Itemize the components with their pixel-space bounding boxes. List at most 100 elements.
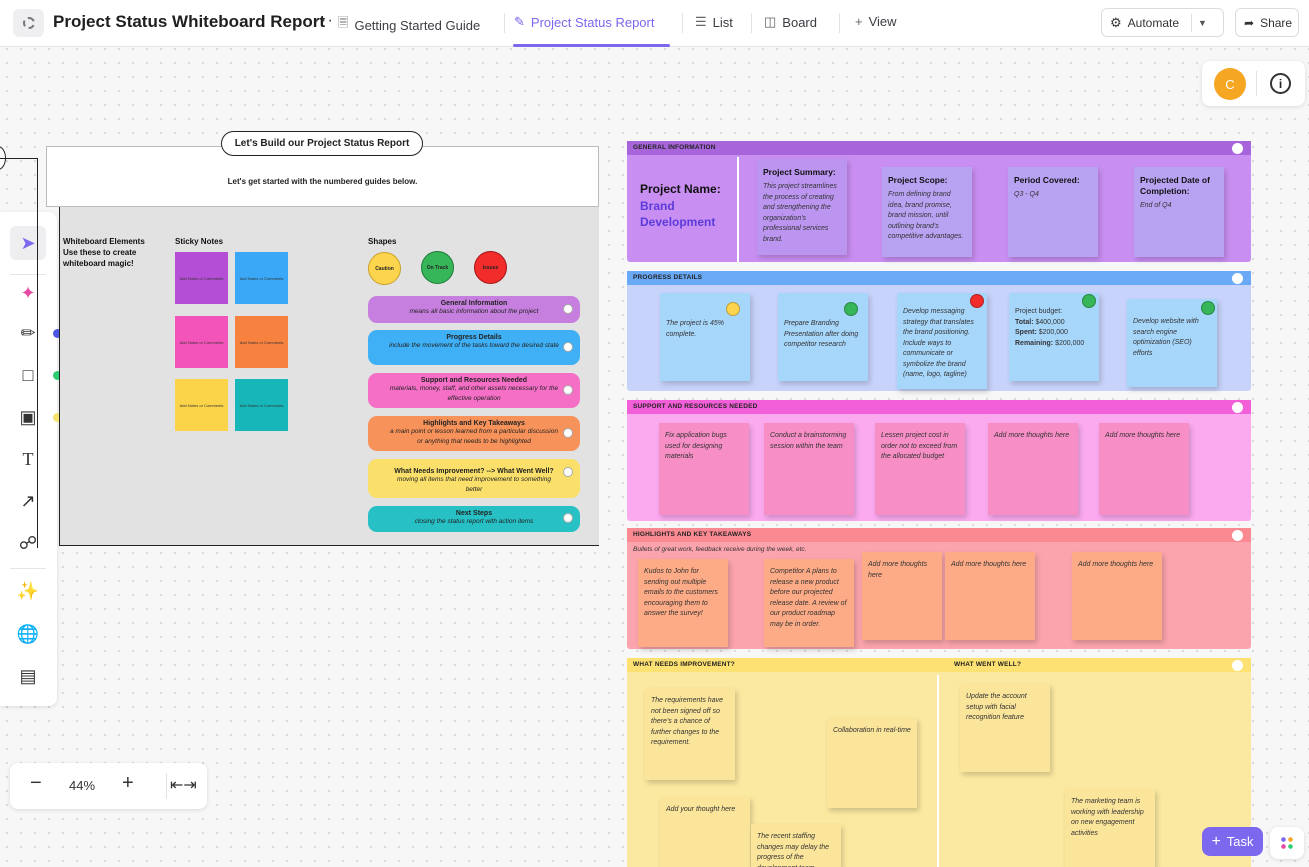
zoom-level[interactable]: 44%: [69, 778, 96, 793]
note-support[interactable]: Add more thoughts here: [1099, 423, 1189, 515]
note-improvement[interactable]: The recent staffing changes may delay th…: [751, 824, 841, 867]
select-tool-icon[interactable]: ➤: [10, 226, 46, 260]
note-text: Update the account setup with facial rec…: [966, 693, 1027, 721]
sticky-sample-teal[interactable]: Add Notes or Comments: [235, 379, 288, 431]
board-title[interactable]: Let's Build our Project Status Report: [221, 131, 423, 156]
shape-issues[interactable]: Issues: [474, 251, 507, 284]
note-went-well[interactable]: Update the account setup with facial rec…: [960, 684, 1050, 772]
zoom-out-button[interactable]: −: [30, 772, 42, 794]
tab-board[interactable]: ◫ Board: [764, 14, 817, 30]
note-highlight[interactable]: Add more thoughts here: [945, 552, 1035, 640]
tab-getting-started[interactable]: 🗏 Getting Started Guide: [338, 14, 480, 36]
guide-progress-details[interactable]: Progress Details include the movement of…: [368, 330, 580, 365]
note-website-seo[interactable]: Develop website with search engine optim…: [1127, 299, 1217, 387]
note-project-summary[interactable]: Project Summary: This project streamline…: [757, 159, 847, 255]
section-toggle[interactable]: [1232, 402, 1243, 413]
whiteboard-toolbar: ➤ ✦ ✏ □ ▣ T ↗ ☍ ✨ 🌐 ▤: [0, 212, 57, 706]
guide-needs-improvement[interactable]: What Needs Improvement? --> What Went We…: [368, 459, 580, 498]
sticky-sample-pink[interactable]: Add Notes or Comments: [175, 316, 228, 368]
total-label: Total:: [1015, 318, 1034, 326]
section-general-information[interactable]: GENERAL INFORMATION Project Name: Brand …: [627, 141, 1251, 262]
image-icon[interactable]: ▤: [19, 665, 37, 686]
note-project-scope[interactable]: Project Scope: From defining brand idea,…: [882, 167, 972, 257]
on-track-status-dot[interactable]: [1082, 294, 1096, 308]
note-improvement[interactable]: Collaboration in real-time: [827, 718, 917, 808]
guide-toggle[interactable]: [563, 428, 573, 438]
shape-on-track[interactable]: On Track: [421, 251, 454, 284]
note-improvement[interactable]: The requirements have not been signed of…: [645, 688, 735, 780]
guide-toggle[interactable]: [563, 304, 573, 314]
guide-toggle[interactable]: [563, 342, 573, 352]
note-support[interactable]: Add more thoughts here: [988, 423, 1078, 515]
section-label: HIGHLIGHTS AND KEY TAKEAWAYS: [633, 531, 752, 538]
shape-icon[interactable]: □: [22, 364, 34, 385]
note-support[interactable]: Conduct a brainstorming session within t…: [764, 423, 854, 515]
mind-map-icon[interactable]: ☍: [18, 532, 38, 553]
note-projected-completion[interactable]: Projected Date of Completion: End of Q4: [1134, 167, 1224, 257]
guide-toggle[interactable]: [563, 385, 573, 395]
guide-next-steps[interactable]: Next Steps closing the status report wit…: [368, 506, 580, 532]
automate-button[interactable]: ⚙ Automate ▼: [1101, 8, 1224, 37]
plus-icon: +: [855, 14, 863, 29]
connector-icon[interactable]: ↗: [20, 490, 36, 511]
note-improvement[interactable]: Add your thought here: [660, 797, 750, 867]
fit-to-screen-icon[interactable]: ⇤⇥: [170, 777, 197, 794]
guide-toggle[interactable]: [563, 513, 573, 523]
sticky-sample-yellow[interactable]: Add Notes or Comments: [175, 379, 228, 431]
sticky-note-icon[interactable]: ▣: [19, 406, 37, 427]
note-support[interactable]: Fix application bugs used for designing …: [659, 423, 749, 515]
section-toggle[interactable]: [1232, 660, 1243, 671]
text-icon[interactable]: T: [22, 448, 34, 469]
note-highlight[interactable]: Competitor A plans to release a new prod…: [764, 559, 854, 647]
note-period-covered[interactable]: Period Covered: Q3 - Q4: [1008, 167, 1098, 257]
note-highlight[interactable]: Add more thoughts here: [862, 552, 942, 640]
note-text: Conduct a brainstorming session within t…: [770, 432, 847, 450]
tab-project-status-report[interactable]: ✎ Project Status Report: [514, 14, 654, 30]
apps-grid-icon[interactable]: [1270, 827, 1304, 859]
share-icon: ➦: [1244, 15, 1255, 30]
sticky-sample-purple[interactable]: Add Notes or Comments: [175, 252, 228, 304]
page-title[interactable]: Project Status Whiteboard Report: [53, 12, 326, 31]
note-project-budget[interactable]: Project budget: Total: $400,000 Spent: $…: [1009, 293, 1099, 381]
guide-general-information[interactable]: General Information means all basic info…: [368, 296, 580, 323]
shape-caution[interactable]: Caution: [368, 252, 401, 285]
section-progress-details[interactable]: PROGRESS DETAILS The project is 45% comp…: [627, 271, 1251, 391]
section-improvement[interactable]: WHAT NEEDS IMPROVEMENT? WHAT WENT WELL? …: [627, 658, 1251, 867]
on-track-status-dot[interactable]: [844, 302, 858, 316]
globe-icon[interactable]: 🌐: [16, 623, 40, 644]
zoom-in-button[interactable]: +: [122, 772, 134, 794]
section-toggle[interactable]: [1232, 530, 1243, 541]
share-button[interactable]: ➦ Share: [1235, 8, 1299, 37]
note-highlight[interactable]: Kudos to John for sending out multiple e…: [638, 559, 728, 647]
ai-create-icon[interactable]: ✦: [20, 282, 36, 303]
sticky-sample-orange[interactable]: Add Notes or Comments: [235, 316, 288, 368]
note-support[interactable]: Lessen project cost in order not to exce…: [875, 423, 965, 515]
info-icon[interactable]: i: [1270, 73, 1291, 94]
tab-label: List: [712, 14, 733, 30]
sticky-sample-blue[interactable]: Add Notes or Comments: [235, 252, 288, 304]
note-went-well[interactable]: The marketing team is working with leade…: [1065, 789, 1155, 867]
more-options-icon[interactable]: ···: [314, 10, 334, 29]
chevron-down-icon[interactable]: ▼: [1198, 17, 1207, 28]
pen-icon[interactable]: ✏: [20, 322, 36, 343]
issues-status-dot[interactable]: [970, 294, 984, 308]
add-view-button[interactable]: + View: [855, 14, 897, 29]
space-icon[interactable]: [13, 9, 44, 37]
tab-label: Board: [782, 14, 817, 30]
section-toggle[interactable]: [1232, 273, 1243, 284]
guide-support-resources[interactable]: Support and Resources Needed materials, …: [368, 373, 580, 408]
caution-status-dot[interactable]: [726, 302, 740, 316]
section-toggle[interactable]: [1232, 143, 1243, 154]
note-highlight[interactable]: Add more thoughts here: [1072, 552, 1162, 640]
section-highlights[interactable]: HIGHLIGHTS AND KEY TAKEAWAYS Bullets of …: [627, 528, 1251, 649]
note-branding-presentation[interactable]: Prepare Branding Presentation after doin…: [778, 293, 868, 381]
avatar[interactable]: C: [1214, 68, 1246, 100]
on-track-status-dot[interactable]: [1201, 301, 1215, 315]
section-support-resources[interactable]: SUPPORT AND RESOURCES NEEDED Fix applica…: [627, 400, 1251, 521]
add-task-button[interactable]: + Task: [1202, 827, 1263, 856]
note-messaging-strategy[interactable]: Develop messaging strategy that translat…: [897, 293, 987, 389]
guide-highlights[interactable]: Highlights and Key Takeaways a main poin…: [368, 416, 580, 451]
guide-toggle[interactable]: [563, 467, 573, 477]
tab-list[interactable]: ☰ List: [695, 14, 733, 30]
ai-sparkle-icon[interactable]: ✨: [16, 580, 40, 601]
